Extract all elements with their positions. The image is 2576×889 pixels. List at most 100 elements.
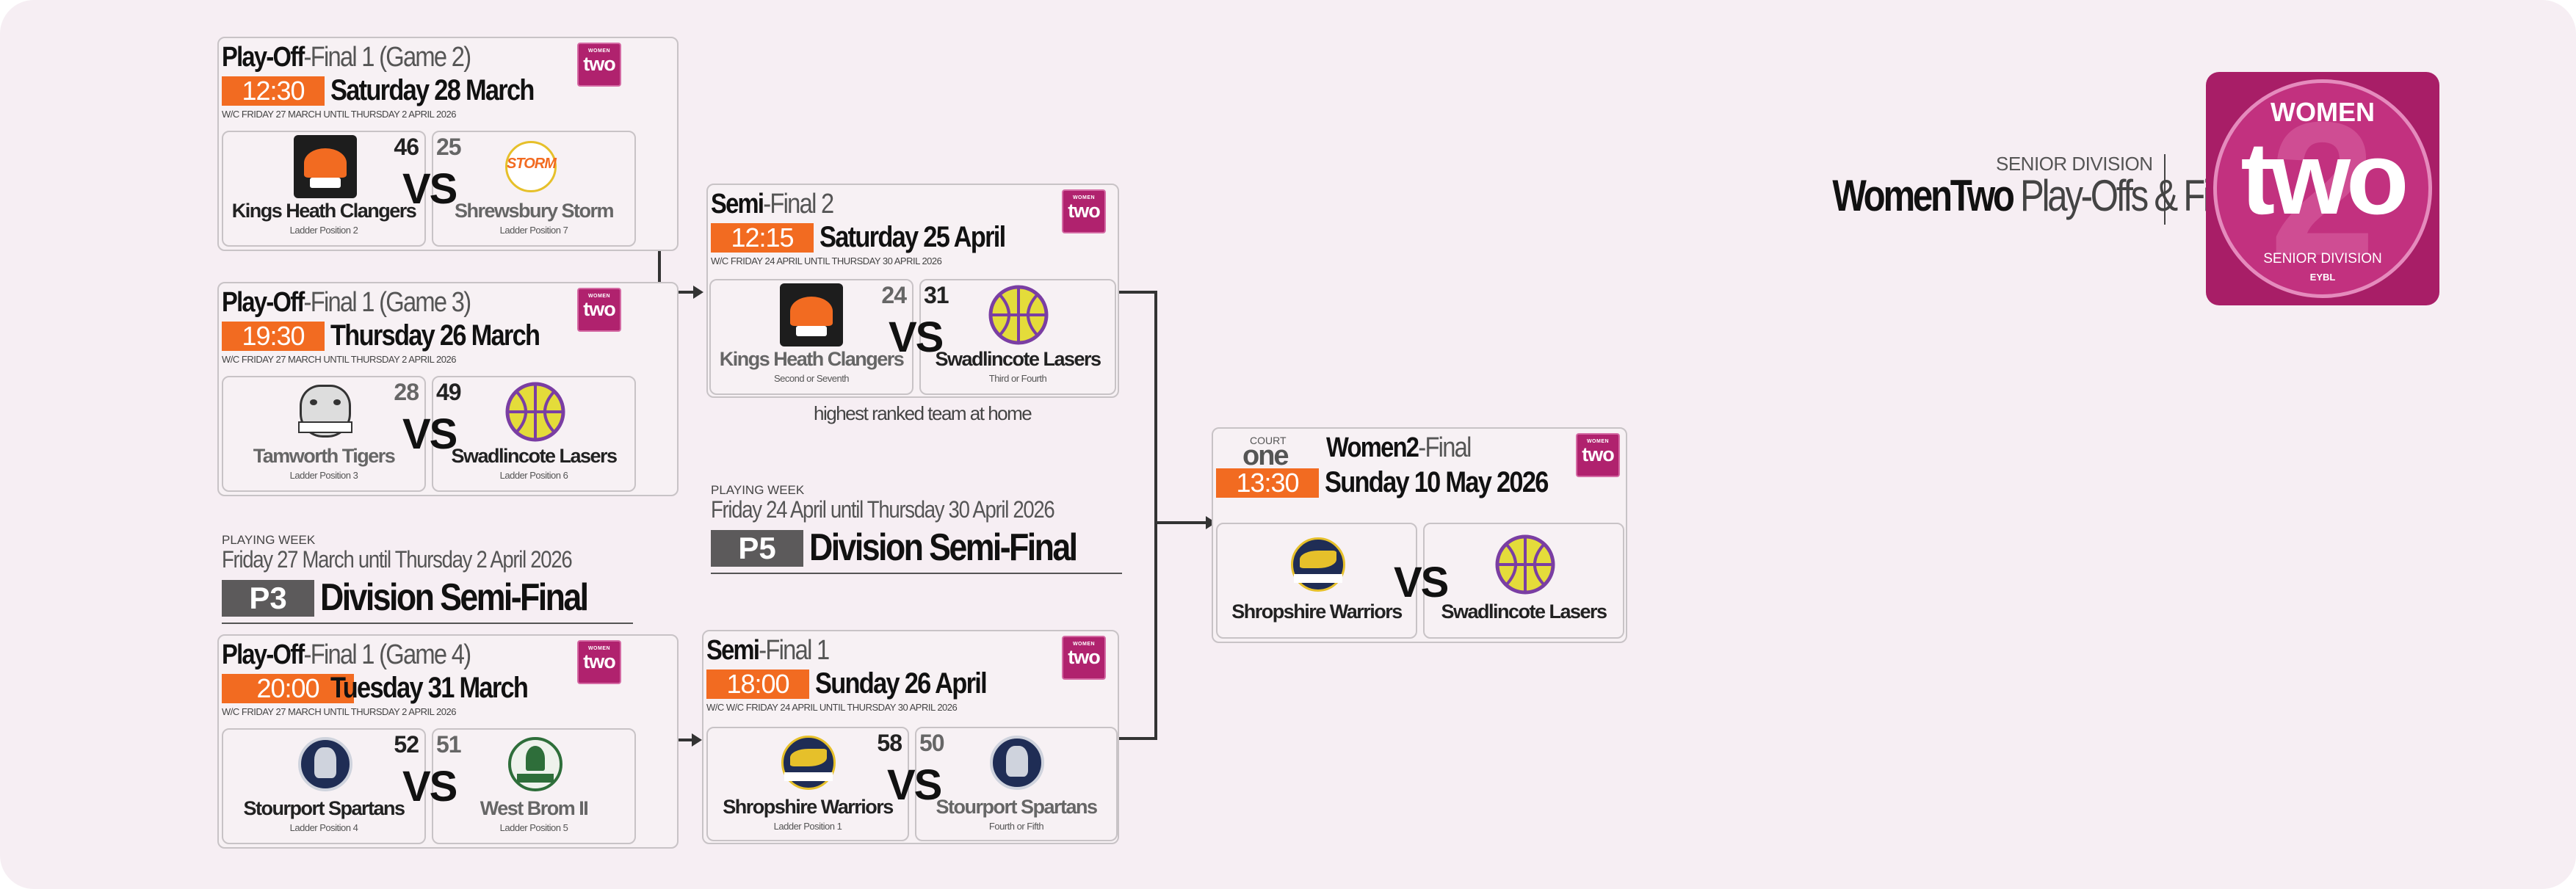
away-score: 50	[919, 730, 945, 756]
week-commencing: W/C W/C FRIDAY 24 APRIL UNTIL THURSDAY 3…	[706, 702, 958, 713]
week-commencing: W/C FRIDAY 27 MARCH UNTIL THURSDAY 2 APR…	[222, 109, 456, 120]
vs-label: VS	[887, 761, 942, 809]
away-score: 31	[924, 282, 949, 308]
ladder-position: Third or Fourth	[988, 373, 1047, 384]
spartans-logo	[294, 733, 357, 796]
court-name: one	[1242, 440, 1289, 471]
tip-off-time: 20:00	[222, 674, 354, 703]
connector-line	[1154, 521, 1213, 524]
vs-label: VS	[402, 410, 457, 458]
home-score: 46	[394, 134, 419, 160]
away-team-panel[interactable]: 51 West Brom II Ladder Position 5	[432, 728, 636, 844]
playing-week-dates: Friday 27 March until Thursday 2 April 2…	[222, 546, 573, 573]
home-score: 24	[881, 282, 907, 308]
connector-line	[1154, 291, 1157, 740]
ladder-position: Second or Seventh	[773, 373, 850, 384]
away-team-panel[interactable]: Swadlincote Lasers	[1423, 523, 1624, 639]
week-commencing: W/C FRIDAY 27 MARCH UNTIL THURSDAY 2 APR…	[222, 706, 456, 717]
westbrom-logo	[504, 733, 567, 796]
game-date: Sunday 26 April	[815, 667, 988, 700]
connector-line	[1119, 737, 1157, 740]
league-logo: 2 WOMEN two SENIOR DIVISION EYBL	[2206, 72, 2439, 305]
clangers-logo	[294, 135, 357, 198]
away-team-panel[interactable]: 50 Stourport Spartans Fourth or Fifth	[915, 727, 1118, 841]
team-name: Stourport Spartans	[243, 797, 405, 819]
game-date: Saturday 28 March	[330, 74, 535, 106]
ladder-position: Ladder Position 3	[289, 470, 358, 481]
basketball-icon	[987, 283, 1050, 346]
home-rule-note: highest ranked team at home	[814, 402, 1032, 424]
away-score: 51	[436, 731, 462, 758]
basketball-icon	[504, 380, 567, 443]
division-label: SENIOR DIVISION	[1996, 153, 2153, 175]
game-title: Play-Off-Final 1 (Game 3)	[222, 287, 471, 318]
team-name: Swadlincote Lasers	[1441, 600, 1607, 623]
league-logo-digit: 2	[2269, 83, 2376, 296]
team-name: Stourport Spartans	[936, 796, 1098, 818]
ladder-position: Fourth or Fifth	[988, 821, 1044, 832]
league-logo-bottom: SENIOR DIVISION	[2263, 251, 2382, 266]
divider	[222, 623, 633, 624]
clangers-logo	[780, 283, 843, 346]
ladder-position: Ladder Position 5	[499, 822, 568, 833]
team-name: Swadlincote Lasers	[935, 348, 1101, 370]
spartans-logo	[985, 731, 1049, 794]
game-date: Tuesday 31 March	[330, 672, 529, 704]
league-logo-main: two	[2240, 120, 2409, 236]
home-team-panel[interactable]: 24 Kings Heath Clangers Second or Sevent…	[709, 279, 913, 395]
divider	[711, 573, 1122, 574]
home-team-panel[interactable]: 28 Tamworth Tigers Ladder Position 3	[222, 376, 426, 492]
ladder-position: Ladder Position 6	[499, 470, 568, 481]
away-team-panel[interactable]: 49 Swadlincote Lasers Ladder Position 6	[432, 376, 636, 492]
warriors-logo	[777, 731, 840, 794]
team-name: Kings Heath Clangers	[719, 348, 905, 370]
ladder-position: Ladder Position 4	[289, 822, 358, 833]
team-name: Kings Heath Clangers	[231, 200, 417, 222]
arrowhead-icon	[692, 733, 702, 747]
vs-label: VS	[1394, 559, 1449, 606]
home-team-panel[interactable]: Shropshire Warriors	[1216, 523, 1417, 639]
home-score: 58	[877, 730, 902, 756]
round-title: Division Semi-Final	[320, 576, 589, 619]
tip-off-time: 12:30	[222, 76, 325, 106]
week-commencing: W/C FRIDAY 27 MARCH UNTIL THURSDAY 2 APR…	[222, 354, 456, 365]
team-name: West Brom II	[480, 797, 589, 819]
league-logo-brand: EYBL	[2309, 272, 2336, 283]
away-team-panel[interactable]: 31 Swadlincote Lasers Third or Fourth	[919, 279, 1116, 395]
ladder-position: Ladder Position 7	[499, 225, 568, 236]
home-team-panel[interactable]: 46 Kings Heath Clangers Ladder Position …	[222, 131, 426, 247]
ladder-position: Ladder Position 1	[773, 821, 842, 832]
team-name: Tamworth Tigers	[253, 445, 396, 467]
home-team-panel[interactable]: 52 Stourport Spartans Ladder Position 4	[222, 728, 426, 844]
period-code: P3	[222, 580, 314, 617]
tip-off-time: 19:30	[222, 322, 325, 351]
game-date: Thursday 26 March	[330, 319, 540, 352]
game-date: Saturday 25 April	[820, 221, 1006, 253]
game-title: Play-Off-Final 1 (Game 4)	[222, 639, 471, 670]
court-label: COURT	[1250, 435, 1287, 446]
vs-label: VS	[889, 313, 944, 361]
week-commencing: W/C FRIDAY 24 APRIL UNTIL THURSDAY 30 AP…	[711, 255, 942, 266]
away-team-panel[interactable]: STORM 25 Shrewsbury Storm Ladder Positio…	[432, 131, 636, 247]
game-date: Sunday 10 May 2026	[1325, 466, 1549, 498]
home-team-panel[interactable]: 58 Shropshire Warriors Ladder Position 1	[706, 727, 909, 841]
period-code: P5	[711, 530, 803, 567]
tigers-logo	[294, 380, 357, 443]
vs-label: VS	[402, 763, 457, 810]
league-logo-top: WOMEN	[2271, 97, 2375, 127]
away-score: 25	[436, 134, 462, 160]
playing-week-label: PLAYING WEEK	[711, 483, 805, 497]
round-title: Division Semi-Final	[809, 526, 1078, 569]
playing-week-dates: Friday 24 April until Thursday 30 April …	[711, 496, 1055, 523]
